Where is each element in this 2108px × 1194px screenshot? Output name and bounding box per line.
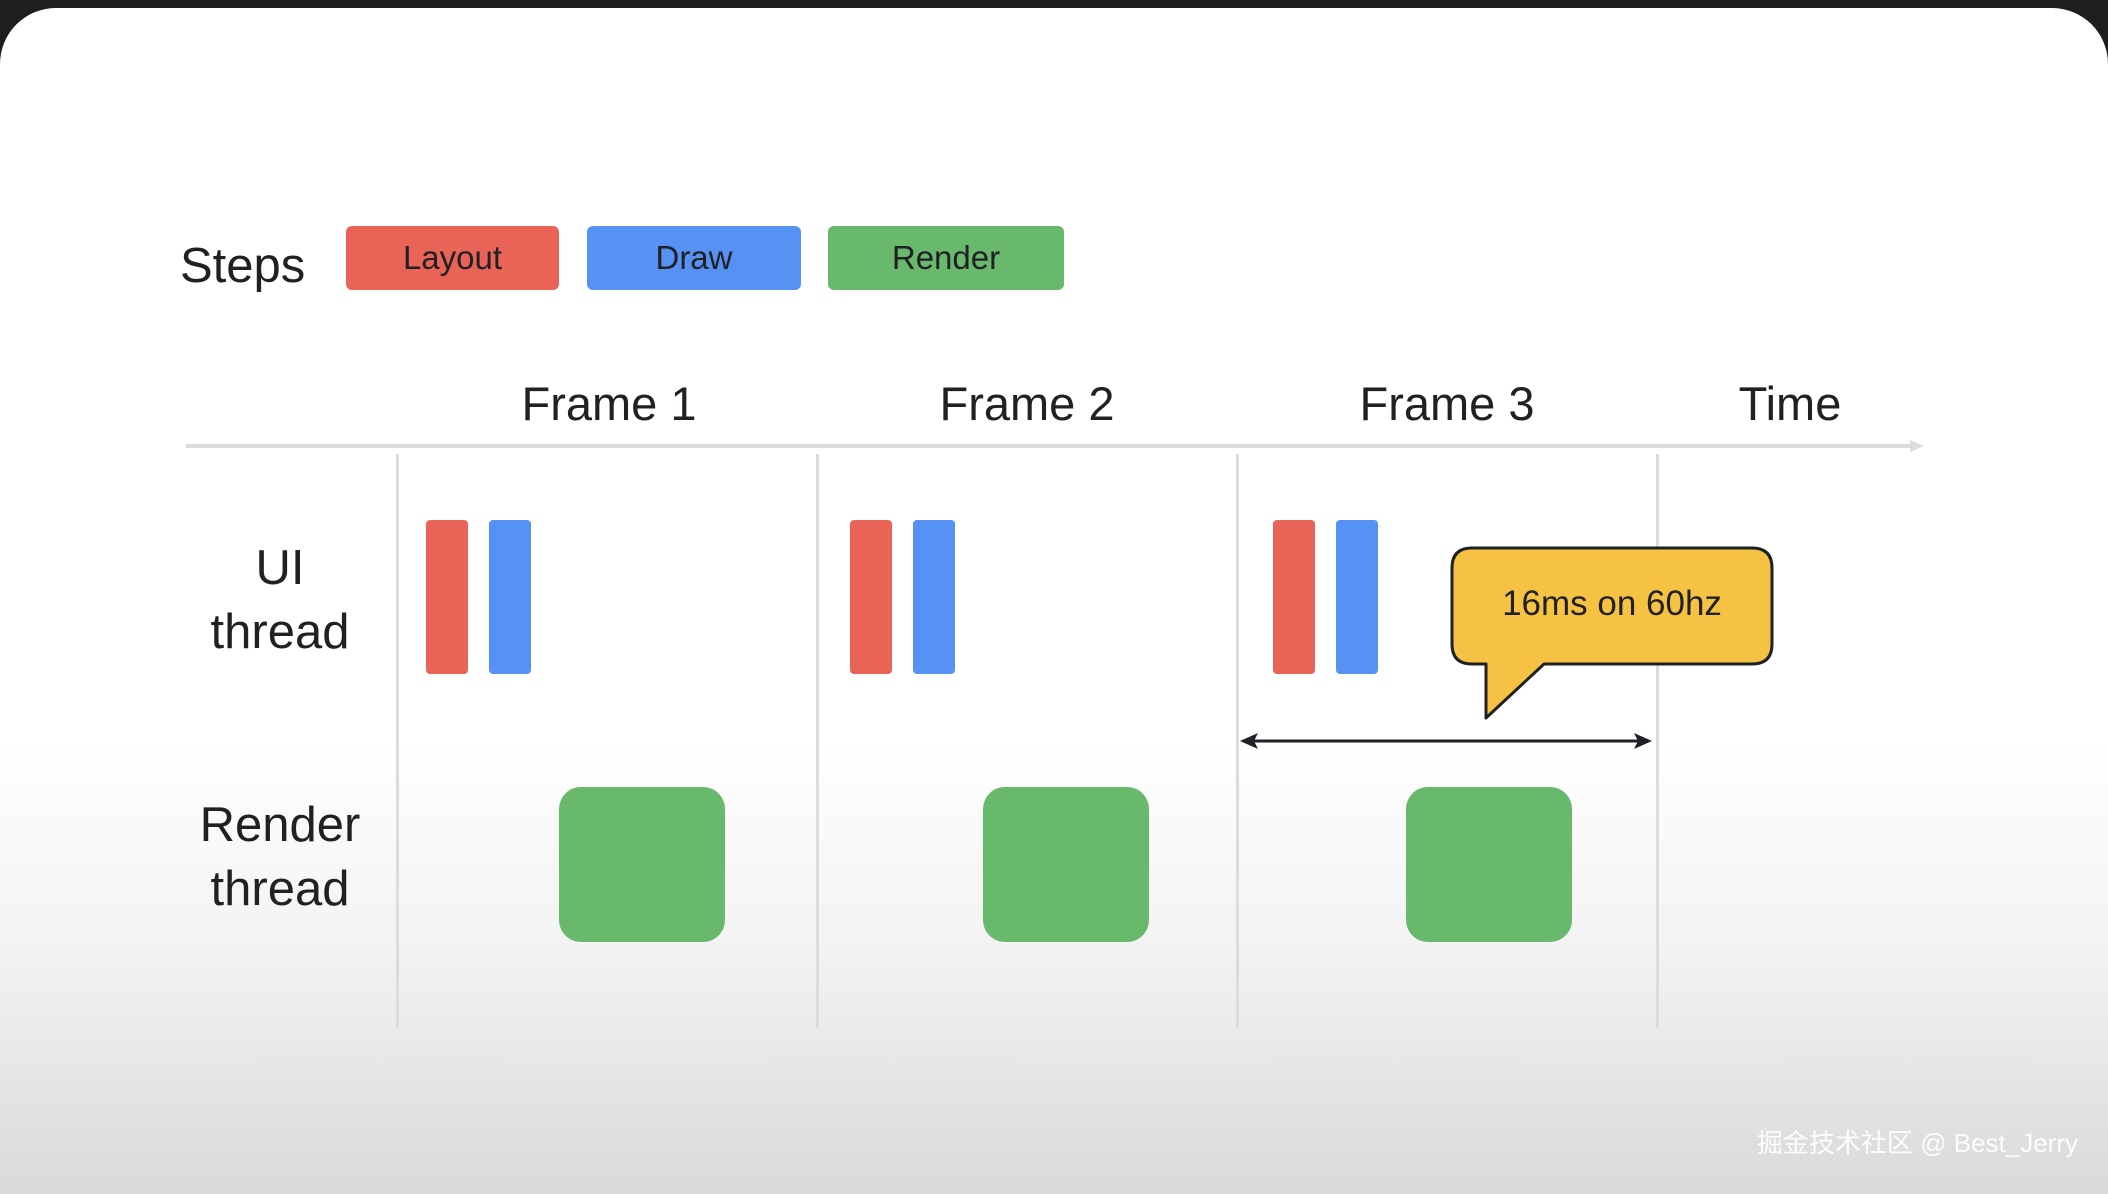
callout-bubble — [1450, 546, 1774, 720]
render-block-frame-3 — [1406, 787, 1572, 942]
legend-chip-layout: Layout — [346, 226, 559, 290]
frame-boundary-3 — [1236, 454, 1239, 1028]
frame-boundary-1 — [396, 454, 399, 1028]
row-label-render-line1: Render — [199, 798, 361, 852]
legend-label: Steps — [180, 239, 306, 293]
row-label-render-thread: Render thread — [150, 793, 410, 921]
row-label-ui-line2: thread — [210, 605, 350, 659]
frame-label-2: Frame 2 — [939, 377, 1115, 430]
frame-label-1: Frame 1 — [521, 377, 697, 430]
legend-chip-render: Render — [828, 226, 1064, 290]
callout-text: 16ms on 60hz — [1502, 584, 1722, 623]
time-label: Time — [1738, 377, 1842, 430]
frame-boundary-4 — [1656, 454, 1659, 1028]
ui-layout-bar-frame-3 — [1273, 520, 1315, 674]
frame-boundary-2 — [816, 454, 819, 1028]
frame-label-3: Frame 3 — [1359, 377, 1535, 430]
row-label-ui-thread: UI thread — [150, 536, 410, 664]
time-axis-arrowhead — [1910, 440, 1924, 452]
ui-draw-bar-frame-2 — [913, 520, 955, 674]
render-block-frame-2 — [983, 787, 1149, 942]
slide: Steps Layout Draw Render Frame 1 Frame 2… — [0, 8, 2108, 1194]
row-label-ui-line1: UI — [255, 541, 305, 595]
row-label-render-line2: thread — [210, 862, 350, 916]
watermark: 掘金技术社区 @ Best_Jerry — [1756, 1128, 2078, 1158]
legend-chip-draw: Draw — [587, 226, 801, 290]
interval-arrow — [1240, 733, 1652, 749]
ui-draw-bar-frame-3 — [1336, 520, 1378, 674]
ui-layout-bar-frame-2 — [850, 520, 892, 674]
ui-layout-bar-frame-1 — [426, 520, 468, 674]
render-block-frame-1 — [559, 787, 725, 942]
ui-draw-bar-frame-1 — [489, 520, 531, 674]
time-axis — [186, 444, 1916, 448]
